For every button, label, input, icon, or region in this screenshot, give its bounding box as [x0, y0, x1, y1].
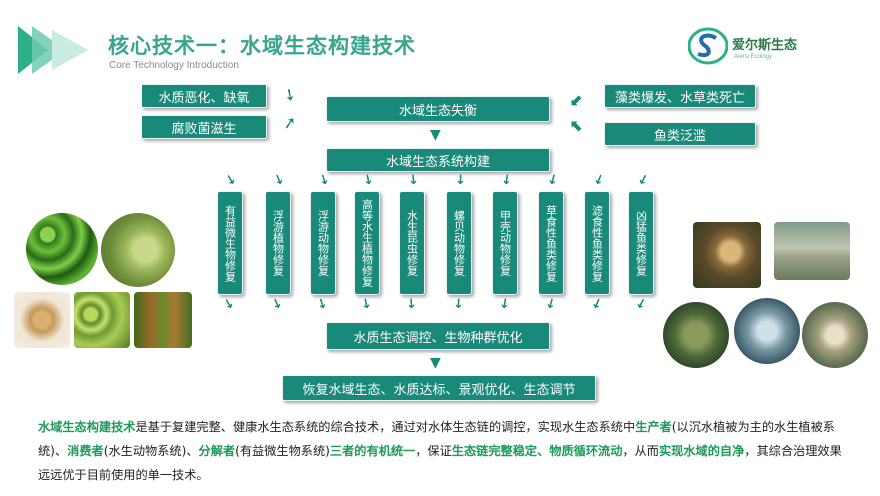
arrow-down-icon: ↓ — [405, 297, 417, 314]
arrow-down-icon: ↓ — [498, 296, 511, 314]
snail-photo — [693, 222, 761, 288]
restoration-box-3: 浮游动物修复 — [310, 191, 336, 295]
description-paragraph: 水域生态构建技术是基于复建完整、健康水生态系统的综合技术，通过对水体生态链的调控… — [38, 415, 850, 487]
outcome-box: 恢复水域生态、水质达标、景观优化、生态调节 — [282, 375, 596, 401]
restoration-label: 螺贝动物修复 — [453, 210, 466, 276]
desc-text: 是基于复建完整、健康水生态系统的综合技术，通过对水体生态链的调控，实现水生态系统… — [136, 420, 636, 434]
page-title: 核心技术一：水域生态构建技术 — [108, 30, 416, 60]
aquatic-plant-photo — [134, 292, 192, 348]
cause-fish-overflow: 鱼类泛滥 — [604, 122, 756, 146]
cause-bacteria: 腐败菌滋生 — [141, 115, 267, 139]
problem-box: 水域生态失衡 — [326, 96, 550, 122]
arrow-down-icon: ↓ — [590, 172, 606, 191]
duckweed-photo — [26, 213, 98, 285]
algae-cells-photo — [74, 292, 130, 348]
desc-highlight: 水域生态构建技术 — [38, 420, 136, 434]
carp-photo — [663, 302, 729, 368]
desc-highlight: 生产者 — [635, 420, 672, 434]
desc-text: (水生动物系统)、 — [104, 444, 199, 458]
restoration-box-2: 浮游植物修复 — [265, 191, 291, 295]
mantis-photo — [101, 213, 175, 287]
desc-text: ，保证 — [415, 444, 452, 458]
cause-algae-bloom: 藻类爆发、水草类死亡 — [604, 84, 756, 108]
restoration-box-5: 水生昆虫修复 — [399, 191, 425, 295]
brand-subtext: Aiersi Ecology — [734, 54, 772, 60]
desc-highlight: 分解者 — [199, 444, 236, 458]
arrow-down-icon: ▼ — [430, 127, 441, 143]
arrow-down-icon: ↓ — [500, 172, 513, 190]
arrow-down-icon: ↓ — [221, 295, 238, 314]
restoration-box-10: 凶猛鱼类修复 — [628, 191, 654, 295]
arrow-down-icon: ↓ — [362, 172, 376, 190]
brand-logo: 爱尔斯生态 Aiersi Ecology — [688, 24, 828, 68]
page-subtitle: Core Technology Introduction — [109, 60, 239, 71]
cause-water-deterioration: 水质恶化、缺氧 — [141, 84, 267, 108]
shrimp-photo — [802, 302, 868, 368]
desc-text: (有益微生物系统) — [235, 444, 330, 458]
arrow-down-icon: ↓ — [315, 296, 330, 314]
arrow-icon: ➘ — [280, 85, 300, 106]
restoration-label: 浮游动物修复 — [317, 210, 330, 276]
restoration-label: 高等水生植物修复 — [361, 199, 374, 287]
restoration-label: 水生昆虫修复 — [406, 210, 419, 276]
restoration-label: 草食性鱼类修复 — [545, 205, 558, 282]
arrow-icon: ⬉ — [570, 118, 583, 134]
construction-box: 水域生态系统构建 — [326, 148, 550, 172]
arrow-down-icon: ↓ — [543, 296, 558, 314]
restoration-box-9: 滤食性鱼类修复 — [584, 191, 610, 295]
arrow-down-icon: ↓ — [588, 296, 604, 315]
arrow-down-icon: ↓ — [634, 171, 651, 190]
arrow-icon: ⬋ — [570, 92, 583, 108]
restoration-label: 有益微生物修复 — [224, 205, 237, 282]
brand-name: 爱尔斯生态 — [732, 34, 797, 53]
restoration-label: 滤食性鱼类修复 — [591, 205, 604, 282]
arrow-down-icon: ↓ — [545, 172, 560, 190]
restoration-label: 凶猛鱼类修复 — [635, 210, 648, 276]
desc-text: ，从而 — [622, 444, 659, 458]
desc-highlight: 消费者 — [67, 444, 104, 458]
restoration-label: 浮游植物修复 — [272, 210, 285, 276]
arrow-down-icon: ↓ — [271, 171, 287, 190]
restoration-box-1: 有益微生物修复 — [217, 191, 243, 295]
arrow-down-icon: ↓ — [360, 296, 374, 314]
brand-s-icon — [688, 26, 728, 66]
desc-highlight: 生态链完整稳定、物质循环流动 — [452, 444, 623, 458]
restoration-box-7: 甲壳动物修复 — [492, 191, 518, 295]
arrow-down-icon: ↓ — [455, 173, 467, 189]
desc-highlight: 实现水域的自净 — [659, 444, 744, 458]
header-triangles-icon — [18, 26, 108, 74]
restoration-box-4: 高等水生植物修复 — [354, 191, 380, 295]
arrow-down-icon: ↓ — [269, 295, 285, 314]
arrow-icon: ➚ — [282, 114, 298, 132]
desc-highlight: 三者的有机统一 — [330, 444, 415, 458]
arrow-down-icon: ↓ — [223, 171, 240, 190]
regulation-box: 水质生态调控、生物种群优化 — [326, 322, 550, 350]
arrow-down-icon: ▼ — [430, 355, 441, 371]
restoration-label: 甲壳动物修复 — [499, 210, 512, 276]
restoration-box-8: 草食性鱼类修复 — [538, 191, 564, 295]
perch-photo — [734, 298, 800, 364]
arrow-down-icon: ↓ — [453, 297, 465, 313]
arrow-down-icon: ↓ — [317, 172, 332, 190]
arrow-down-icon: ↓ — [632, 295, 649, 314]
arrow-down-icon: ↓ — [407, 173, 419, 190]
restoration-box-6: 螺贝动物修复 — [446, 191, 472, 295]
zooplankton-photo — [14, 292, 70, 348]
small-fish-photo — [774, 222, 850, 280]
